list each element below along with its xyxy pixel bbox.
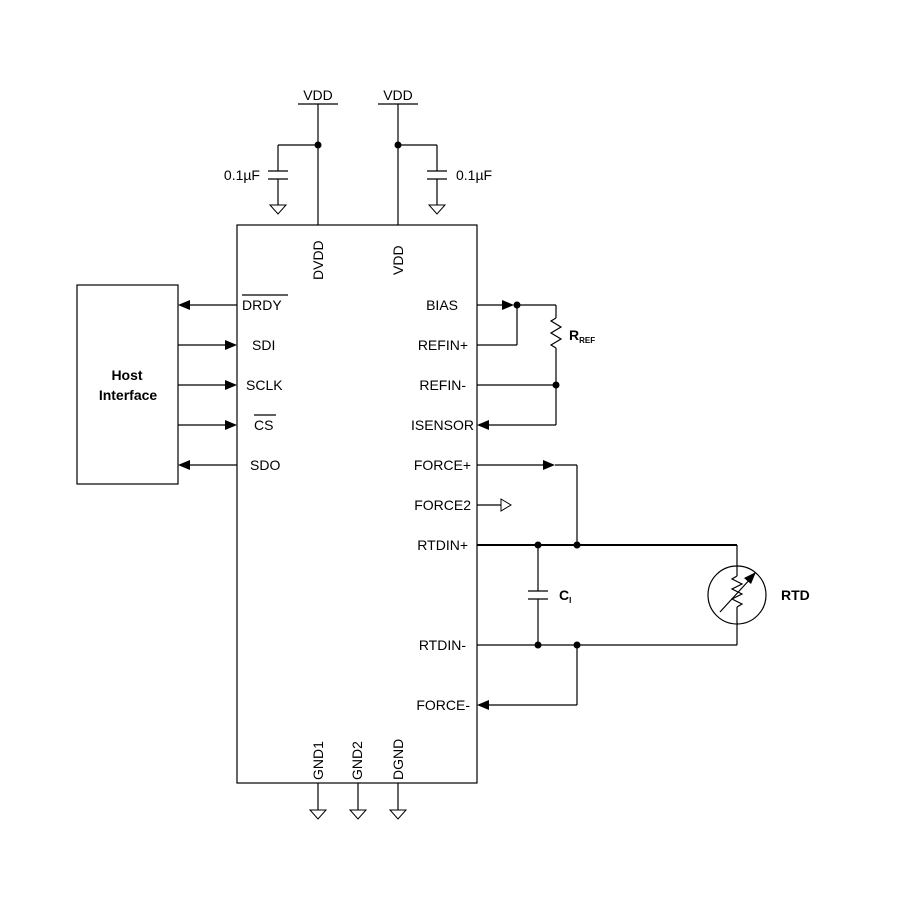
pin-cs: CS xyxy=(254,417,273,433)
pin-dvdd: DVDD xyxy=(310,240,326,280)
arrow-open-icon xyxy=(500,498,512,512)
capacitor-ci: CI xyxy=(528,545,571,645)
arrow-right-icon xyxy=(225,380,237,390)
pin-drdy: DRDY xyxy=(242,297,282,313)
rref-label: RREF xyxy=(569,327,595,345)
rtd-sensor: RTD xyxy=(707,565,810,625)
vdd-right-label: VDD xyxy=(383,87,413,103)
ground-icon xyxy=(308,809,328,820)
ground-icon xyxy=(348,809,368,820)
ground-icon xyxy=(388,809,408,820)
ground-icon xyxy=(427,204,447,215)
host-label-line2: Interface xyxy=(99,387,158,403)
pin-gnd1: GND1 xyxy=(310,741,326,780)
arrow-left-icon xyxy=(477,700,489,710)
supply-dvdd-net: VDD 0.1µF xyxy=(224,87,338,225)
arrow-right-icon xyxy=(225,420,237,430)
pin-refin-minus: REFIN- xyxy=(419,377,466,393)
reference-network: RREF xyxy=(477,300,595,430)
pin-gnd2: GND2 xyxy=(349,741,365,780)
ground-icon xyxy=(268,204,288,215)
pin-rtdin-minus: RTDIN- xyxy=(419,637,467,653)
rtd-resistor xyxy=(730,575,744,608)
arrow-right-icon xyxy=(543,460,555,470)
pin-bias: BIAS xyxy=(426,297,458,313)
pin-refin-plus: REFIN+ xyxy=(418,337,468,353)
pin-vdd: VDD xyxy=(390,245,406,275)
cap-right-value: 0.1µF xyxy=(456,167,492,183)
host-interface-box xyxy=(76,284,179,485)
pin-isensor: ISENSOR xyxy=(411,417,474,433)
host-label-line1: Host xyxy=(111,367,142,383)
pin-sclk: SCLK xyxy=(246,377,283,393)
arrow-right-icon xyxy=(502,300,514,310)
ic-body xyxy=(236,224,478,784)
pin-sdi: SDI xyxy=(252,337,275,353)
arrow-right-icon xyxy=(225,340,237,350)
pin-force-minus: FORCE- xyxy=(416,697,470,713)
arrow-left-icon xyxy=(477,420,489,430)
supply-vdd-net: VDD 0.1µF xyxy=(378,87,492,225)
arrow-left-icon xyxy=(178,300,190,310)
resistor-rref xyxy=(549,317,563,349)
rtd-label: RTD xyxy=(781,587,810,603)
pin-sdo: SDO xyxy=(250,457,280,473)
arrow-left-icon xyxy=(178,460,190,470)
pin-force2: FORCE2 xyxy=(414,497,471,513)
rtd-variable-arrow xyxy=(719,576,753,613)
pin-rtdin-plus: RTDIN+ xyxy=(417,537,468,553)
pin-dgnd: DGND xyxy=(390,739,406,780)
cap-left-value: 0.1µF xyxy=(224,167,260,183)
pin-force-plus: FORCE+ xyxy=(414,457,471,473)
ci-label: CI xyxy=(559,587,571,605)
vdd-left-label: VDD xyxy=(303,87,333,103)
rtd-circle xyxy=(707,565,767,625)
